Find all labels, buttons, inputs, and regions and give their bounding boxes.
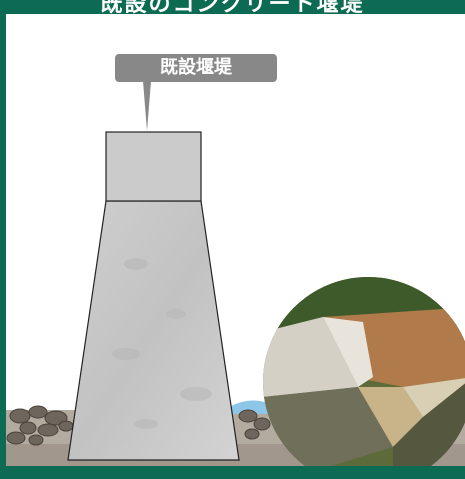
rock-pile-left [6, 405, 74, 446]
water [231, 400, 271, 414]
rock-pile-right [238, 409, 271, 440]
diagram-panel: 既設堰堤 [6, 14, 465, 466]
concrete-photo-inset [263, 277, 465, 466]
concrete-texture [112, 258, 212, 429]
photo-illustration [263, 277, 465, 466]
dam-crest [105, 131, 202, 202]
callout-label: 既設堰堤 [115, 54, 277, 82]
header-title: 既設のコンクリート堰堤 [100, 0, 365, 14]
header-bar: 既設のコンクリート堰堤 [0, 0, 465, 14]
callout-pointer [143, 81, 151, 131]
